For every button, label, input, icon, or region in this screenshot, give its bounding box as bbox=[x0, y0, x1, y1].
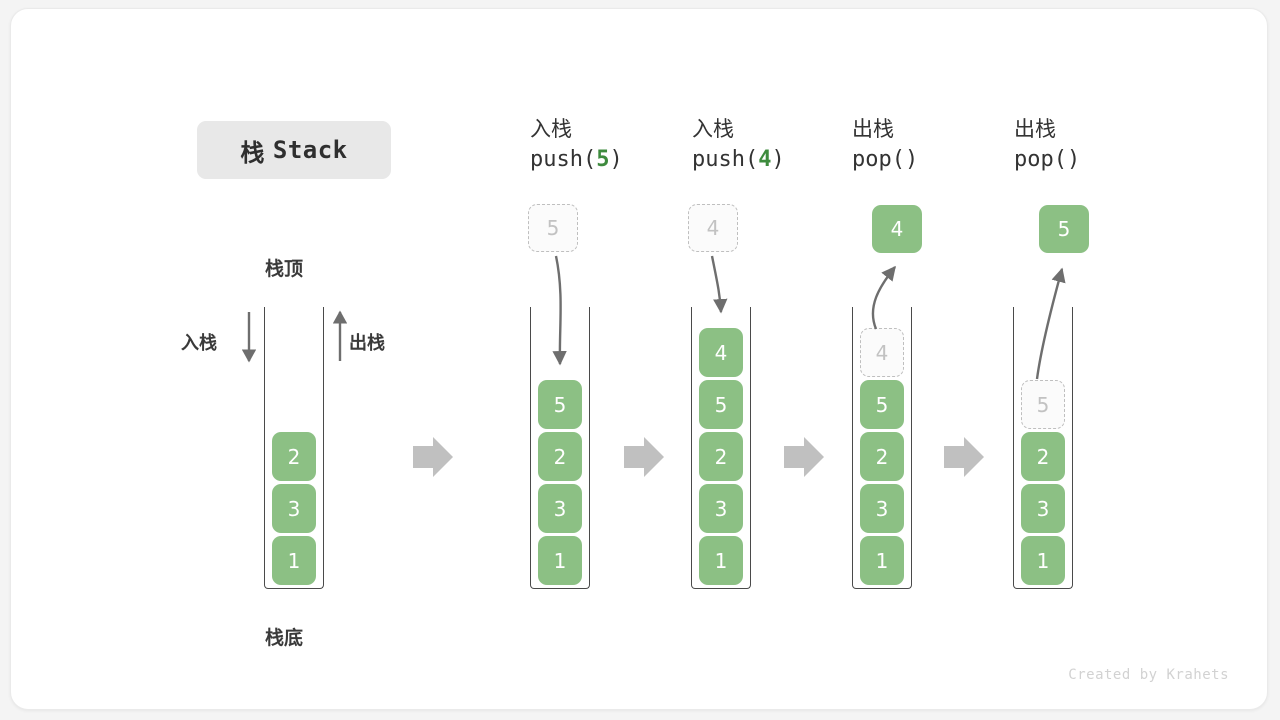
stack-cell-value: 1 bbox=[287, 548, 301, 573]
stack-cell-value: 3 bbox=[553, 496, 567, 521]
floating-element-value: 4 bbox=[890, 217, 904, 241]
push-curve-4 bbox=[710, 255, 728, 314]
operation-label-cjk: 入栈 bbox=[692, 117, 734, 141]
stack-cell-value: 3 bbox=[875, 496, 889, 521]
flow-arrow-1 bbox=[413, 437, 453, 477]
stack-cell: 5 bbox=[699, 380, 743, 429]
stack-cell-value: 3 bbox=[287, 496, 301, 521]
floating-element-push-4: 4 bbox=[688, 204, 738, 252]
flow-arrow-3 bbox=[784, 437, 824, 477]
stack-cell: 1 bbox=[1021, 536, 1065, 585]
label-pop-side: 出栈 bbox=[349, 333, 385, 354]
stack-cell: 5 bbox=[1021, 380, 1065, 429]
stack-cell: 2 bbox=[1021, 432, 1065, 481]
stack-cell-value: 5 bbox=[553, 392, 567, 417]
stack-cell-value: 3 bbox=[1036, 496, 1050, 521]
operation-header-pop-4: 出栈 pop() bbox=[852, 114, 1002, 176]
stack-cell: 1 bbox=[272, 536, 316, 585]
code-argument: 5 bbox=[596, 147, 610, 172]
operation-label-code: pop() bbox=[1014, 144, 1164, 176]
stack-cell-value: 2 bbox=[714, 444, 728, 469]
flow-arrow-2 bbox=[624, 437, 664, 477]
footer-credit: Created by Krahets bbox=[1068, 667, 1229, 683]
stack-cell-value: 5 bbox=[714, 392, 728, 417]
label-push-side: 入栈 bbox=[181, 333, 217, 354]
stack-cell: 5 bbox=[538, 380, 582, 429]
stack-container-pop-5: 5 2 3 1 bbox=[1013, 307, 1073, 589]
floating-element-pop-5: 5 bbox=[1039, 205, 1089, 253]
code-prefix: push( bbox=[692, 147, 759, 172]
stack-cell: 2 bbox=[272, 432, 316, 481]
title-cjk: 栈 bbox=[240, 138, 265, 167]
operation-label-code: pop() bbox=[852, 144, 1002, 176]
stack-container-initial: 2 3 1 bbox=[264, 307, 324, 589]
stack-cell: 3 bbox=[272, 484, 316, 533]
floating-element-value: 5 bbox=[546, 216, 560, 240]
stack-container-pop-4: 4 5 2 3 1 bbox=[852, 307, 912, 589]
stack-cell-value: 2 bbox=[875, 444, 889, 469]
stack-cell: 1 bbox=[699, 536, 743, 585]
operation-label-code: push(4) bbox=[692, 144, 842, 176]
stack-cell-value: 2 bbox=[553, 444, 567, 469]
floating-element-value: 5 bbox=[1057, 217, 1071, 241]
stack-cell-value: 5 bbox=[1036, 392, 1050, 417]
stack-cell-value: 3 bbox=[714, 496, 728, 521]
operation-label-cjk: 出栈 bbox=[852, 117, 894, 141]
stack-container-push-5: 5 2 3 1 bbox=[530, 307, 590, 589]
stack-cell-value: 2 bbox=[1036, 444, 1050, 469]
stack-cell-value: 1 bbox=[875, 548, 889, 573]
stack-cell: 3 bbox=[538, 484, 582, 533]
stack-cell-value: 4 bbox=[714, 340, 728, 365]
flow-arrow-4 bbox=[944, 437, 984, 477]
stack-cell: 2 bbox=[538, 432, 582, 481]
stack-cells: 5 2 3 1 bbox=[531, 380, 589, 585]
stack-cells: 4 5 2 3 1 bbox=[853, 328, 911, 585]
code-suffix: ) bbox=[904, 147, 919, 172]
title-latin: Stack bbox=[272, 136, 348, 164]
label-stack-top: 栈顶 bbox=[265, 258, 304, 280]
label-stack-bottom: 栈底 bbox=[265, 627, 304, 649]
code-suffix: ) bbox=[609, 147, 623, 172]
code-suffix: ) bbox=[1066, 147, 1081, 172]
stack-cell: 3 bbox=[699, 484, 743, 533]
operation-header-push-4: 入栈 push(4) bbox=[692, 114, 842, 176]
stack-cell-value: 1 bbox=[1036, 548, 1050, 573]
operation-label-cjk: 出栈 bbox=[1014, 117, 1056, 141]
code-prefix: pop( bbox=[852, 147, 905, 172]
stack-cell: 4 bbox=[699, 328, 743, 377]
stack-cell: 5 bbox=[860, 380, 904, 429]
stack-cell-value: 5 bbox=[875, 392, 889, 417]
stack-cell: 2 bbox=[860, 432, 904, 481]
code-prefix: pop( bbox=[1014, 147, 1067, 172]
floating-element-value: 4 bbox=[706, 216, 720, 240]
stack-cell-value: 2 bbox=[287, 444, 301, 469]
stack-cell: 1 bbox=[860, 536, 904, 585]
code-prefix: push( bbox=[530, 147, 597, 172]
stack-cell: 3 bbox=[860, 484, 904, 533]
stack-cell: 2 bbox=[699, 432, 743, 481]
stack-cells: 4 5 2 3 1 bbox=[692, 328, 750, 585]
stack-cell: 4 bbox=[860, 328, 904, 377]
operation-label-cjk: 入栈 bbox=[530, 117, 572, 141]
floating-element-pop-4: 4 bbox=[872, 205, 922, 253]
stack-cell: 1 bbox=[538, 536, 582, 585]
stack-cells: 2 3 1 bbox=[265, 432, 323, 585]
stack-cell-value: 1 bbox=[714, 548, 728, 573]
stack-cell: 3 bbox=[1021, 484, 1065, 533]
operation-header-push-5: 入栈 push(5) bbox=[530, 114, 680, 176]
stack-container-push-4: 4 5 2 3 1 bbox=[691, 307, 751, 589]
stack-cell-value: 1 bbox=[553, 548, 567, 573]
floating-element-push-5: 5 bbox=[528, 204, 578, 252]
operation-header-pop-5: 出栈 pop() bbox=[1014, 114, 1164, 176]
stack-cell-value: 4 bbox=[875, 340, 889, 365]
code-suffix: ) bbox=[771, 147, 785, 172]
operation-label-code: push(5) bbox=[530, 144, 680, 176]
stack-cells: 5 2 3 1 bbox=[1014, 380, 1072, 585]
code-argument: 4 bbox=[758, 147, 772, 172]
